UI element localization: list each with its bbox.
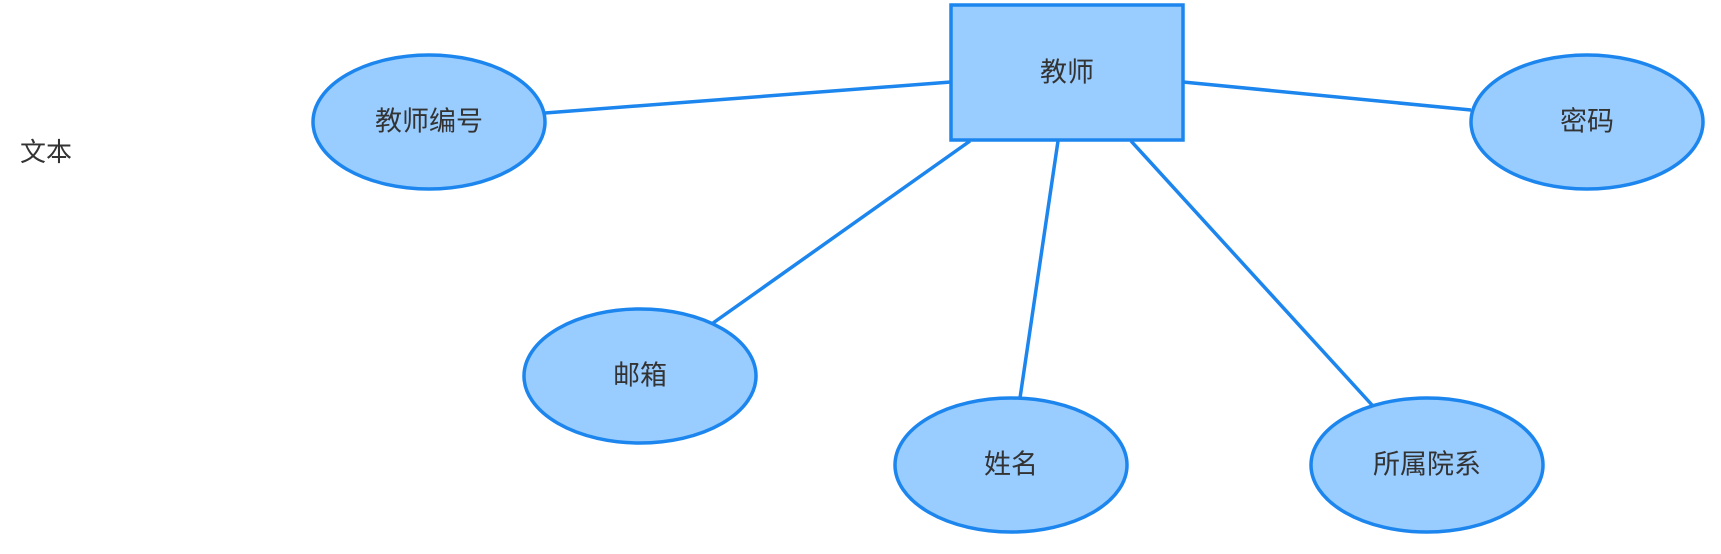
attribute-ellipse[interactable]	[522, 307, 758, 445]
attribute-label: 所属院系	[1373, 450, 1481, 481]
entity-rect[interactable]	[949, 3, 1185, 142]
entity-label: 教师	[1040, 58, 1094, 89]
attribute-ellipse[interactable]	[311, 53, 547, 191]
edge-department[interactable]	[1129, 139, 1374, 407]
edge-email[interactable]	[711, 139, 972, 325]
attribute-label: 姓名	[984, 450, 1038, 481]
attribute-ellipse[interactable]	[1469, 53, 1705, 191]
side-text-label: 文本	[20, 138, 73, 168]
attribute-ellipse[interactable]	[1309, 396, 1545, 534]
attribute-label: 密码	[1560, 107, 1614, 138]
edge-password[interactable]	[1182, 80, 1472, 112]
entity-teacher[interactable]: 教师	[949, 3, 1185, 142]
attribute-label: 邮箱	[613, 361, 667, 392]
attribute-label: 教师编号	[375, 107, 483, 138]
edge-name[interactable]	[1018, 140, 1060, 399]
attribute-department[interactable]: 所属院系	[1309, 396, 1545, 534]
attribute-email[interactable]: 邮箱	[522, 307, 758, 445]
edges	[544, 80, 1472, 407]
attribute-ellipse[interactable]	[893, 396, 1129, 534]
attribute-password[interactable]: 密码	[1469, 53, 1705, 191]
attribute-name[interactable]: 姓名	[893, 396, 1129, 534]
edge-teacher-id[interactable]	[544, 80, 952, 115]
attribute-teacher-id[interactable]: 教师编号	[311, 53, 547, 191]
